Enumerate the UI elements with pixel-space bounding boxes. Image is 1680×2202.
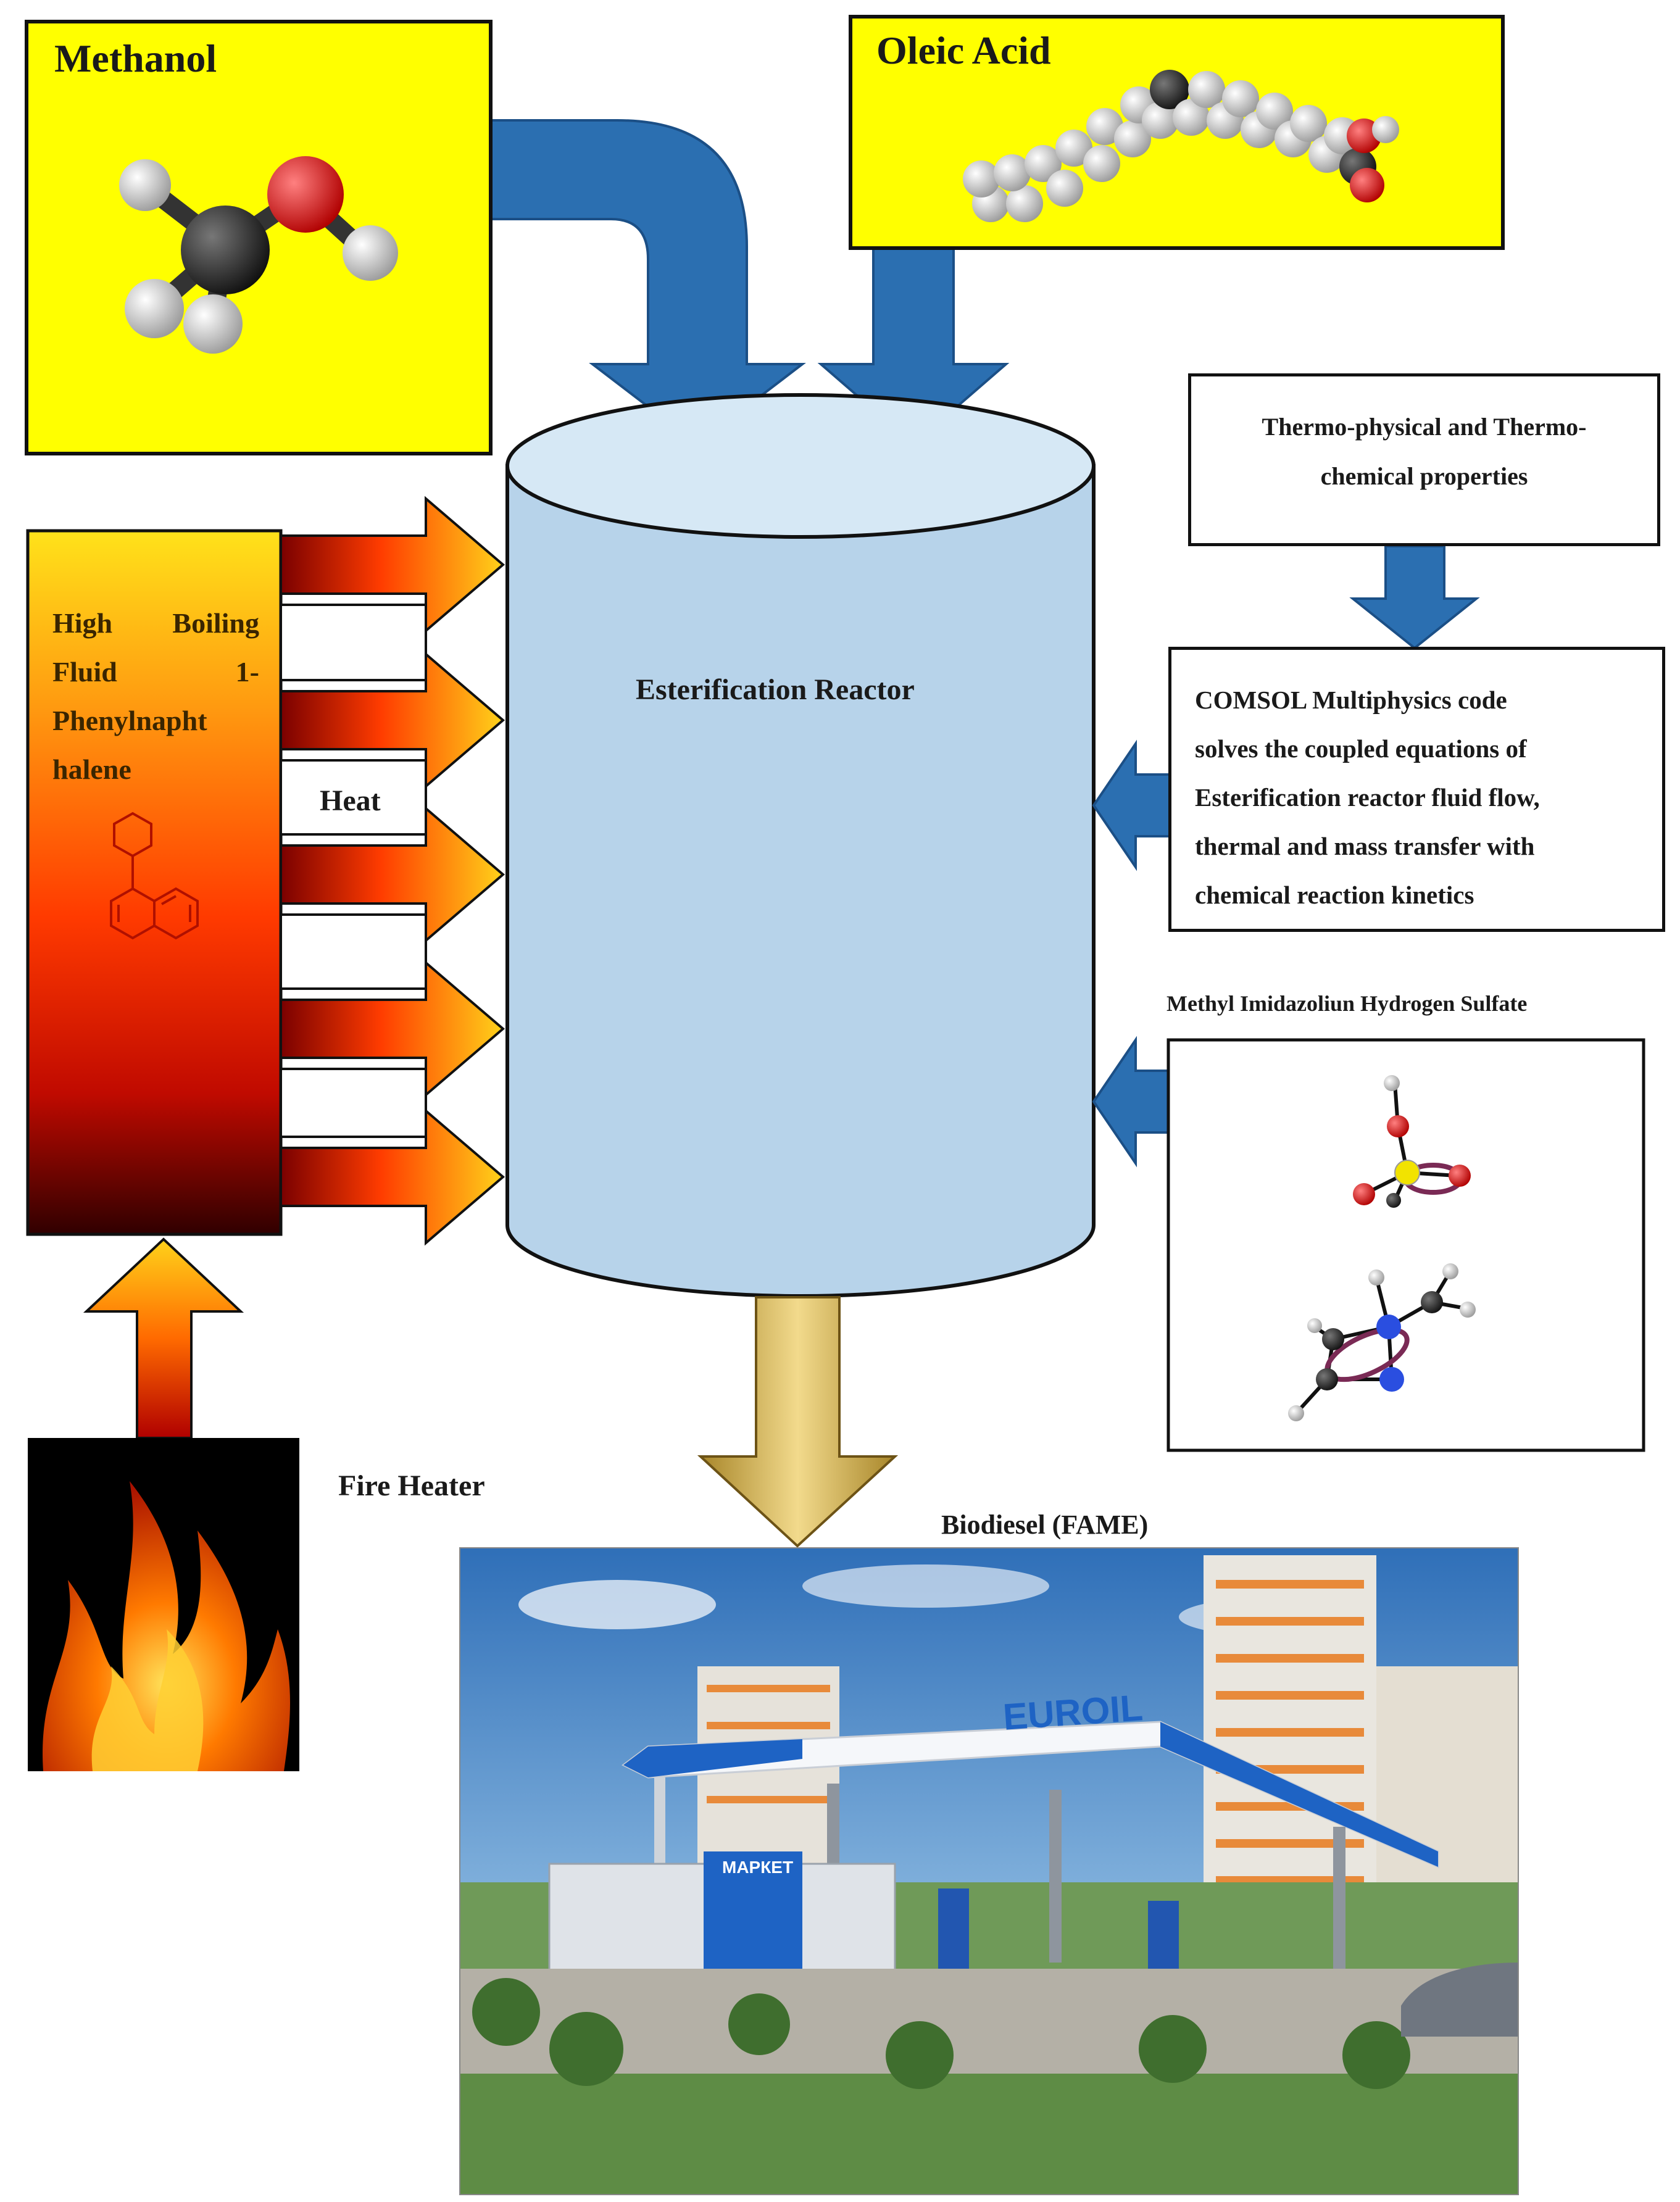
comsol-line-5: chemical reaction kinetics [1195,881,1474,909]
oleic-acid-molecule-icon [963,70,1399,222]
fire-to-fluid-arrow [83,1237,244,1439]
biodiesel-output-arrow [697,1296,899,1548]
heat-label: Heat [320,784,381,817]
comsol-line-3: Esterification reactor fluid flow, [1195,783,1540,812]
thermo-properties-box: Thermo-physical and Thermo- chemical pro… [1188,373,1660,546]
market-sign: МАРКЕТ [722,1858,794,1877]
comsol-to-reactor-arrow [1092,739,1171,871]
fluid-label-line-2: Fluid 1- [52,656,259,688]
catalyst-to-reactor-arrow [1092,1036,1171,1168]
fire-icon [28,1438,299,1771]
comsol-line-4: thermal and mass transfer with [1195,832,1535,860]
comsol-box: COMSOL Multiphysics code solves the coup… [1168,647,1665,932]
ionic-liquid-molecule-icon [1288,1075,1476,1421]
comsol-line-2: solves the coupled equations of [1195,734,1527,763]
comsol-line-1: COMSOL Multiphysics code [1195,686,1507,714]
methanol-feed-arrow [489,119,806,446]
fluid-label-line-3: Phenylnapht [52,705,207,736]
high-boiling-fluid-column [26,529,283,1236]
heat-gap-boxes [280,604,427,1138]
fire-heater-label: Fire Heater [338,1469,485,1502]
catalyst-label: Methyl Imidazoliun Hydrogen Sulfate [1166,991,1528,1016]
reactor-label: Esterification Reactor [636,673,915,706]
high-boiling-fluid-label: High Boiling Fluid 1- Phenylnapht halene [52,599,259,794]
methanol-molecule-icon [119,156,398,354]
phenylnaphthalene-structure-icon [110,812,199,940]
thermo-line-1: Thermo-physical and Thermo- [1262,413,1587,441]
methanol-label: Methanol [54,36,217,80]
catalyst-box [1166,1038,1645,1452]
gas-station-photo-frame [459,1547,1519,2195]
biodiesel-label: Biodiesel (FAME) [941,1510,1149,1540]
oleic-acid-label: Oleic Acid [876,28,1051,72]
thermo-line-2: chemical properties [1320,462,1528,490]
esterification-reactor [505,393,1096,1298]
gas-station-photo [460,1548,1518,2195]
heat-arrows [280,496,505,1246]
fluid-label-line-4: halene [52,754,131,785]
fluid-label-line-1: High Boiling [52,607,259,639]
thermo-to-comsol-arrow [1349,545,1480,650]
